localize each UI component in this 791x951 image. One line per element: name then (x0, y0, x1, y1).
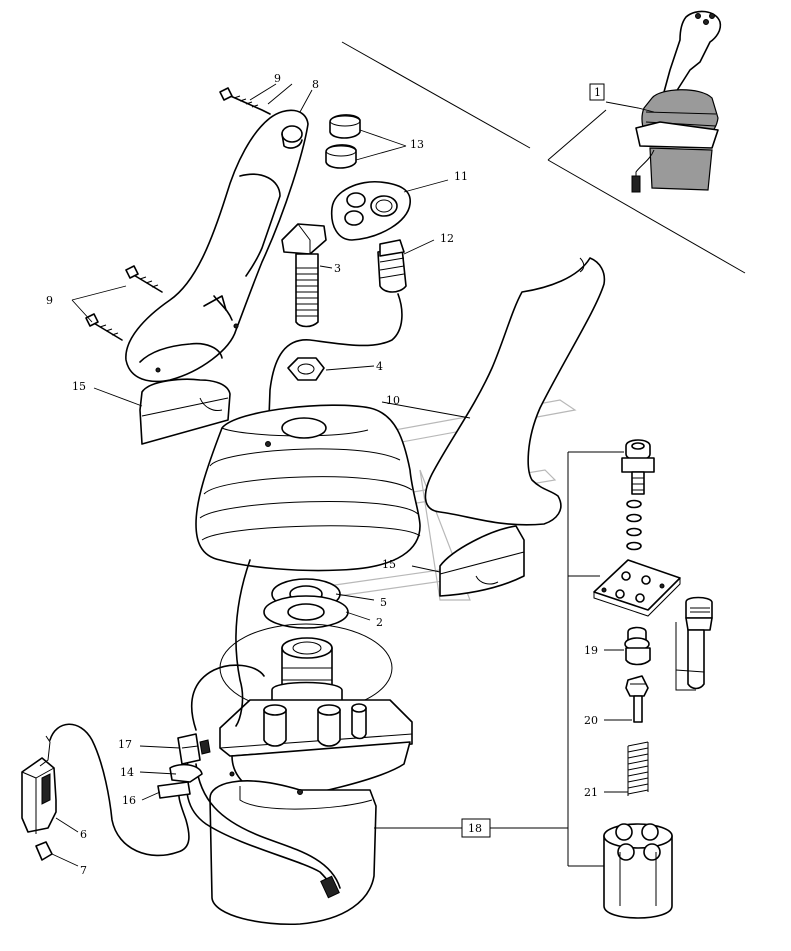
wire-harness (49, 559, 341, 899)
label-14: 14 (120, 766, 134, 779)
screws-part-9 (85, 87, 271, 341)
mechanism-ring (219, 623, 393, 713)
handle-cover-part-10 (424, 257, 606, 526)
label-9-left: 9 (46, 294, 53, 307)
label-1: 1 (594, 86, 601, 99)
label-20: 20 (584, 714, 598, 727)
label-13: 13 (410, 138, 424, 151)
label-7: 7 (80, 864, 87, 877)
rubber-boot (195, 404, 421, 572)
spring-seat-part-20 (625, 675, 649, 723)
label-15-right: 15 (382, 558, 396, 571)
cylinder-housing (603, 823, 673, 919)
label-6: 6 (80, 828, 87, 841)
valve-plate (593, 559, 681, 617)
label-21: 21 (584, 786, 598, 799)
label-10: 10 (386, 394, 400, 407)
label-9-top: 9 (274, 72, 281, 85)
valve-cap (621, 439, 655, 495)
part-labels: 1 2 3 4 5 6 7 8 9 9 10 11 12 13 14 15 15… (46, 72, 601, 877)
label-17: 17 (118, 738, 132, 751)
label-box-18 (461, 818, 491, 838)
label-16: 16 (122, 794, 136, 807)
nut-part-4 (287, 357, 325, 381)
leader-lines (51, 83, 655, 867)
joystick-assembly-inset (631, 10, 722, 193)
label-12: 12 (440, 232, 454, 245)
label-box-1 (589, 83, 605, 101)
pin-part-7 (35, 841, 53, 861)
bracket-part-16 (157, 781, 191, 799)
plug-part-6 (21, 735, 57, 834)
o-rings (626, 499, 642, 551)
washer-part-2 (263, 595, 349, 629)
connector-part-17 (177, 733, 211, 765)
plunger-assembly-side (675, 596, 713, 691)
label-3: 3 (334, 262, 341, 275)
label-5: 5 (380, 596, 387, 609)
label-4: 4 (376, 360, 383, 373)
caps-part-13 (325, 114, 361, 169)
lever-housing-part-8 (125, 109, 309, 383)
label-19: 19 (584, 644, 598, 657)
block-part-15-right (439, 525, 525, 597)
block-part-15-left (139, 378, 231, 445)
base-housing (209, 699, 413, 926)
label-2: 2 (376, 616, 383, 629)
clip-part-14 (169, 763, 203, 783)
label-8: 8 (312, 78, 319, 91)
spring-part-21 (627, 741, 649, 796)
plunger-part-19 (624, 626, 651, 666)
label-11: 11 (454, 170, 468, 183)
bracket-lines-right (374, 451, 624, 867)
label-18: 18 (468, 822, 482, 835)
button-plate-part-11 (330, 180, 411, 241)
inset-frame (341, 41, 746, 274)
label-15-left: 15 (72, 380, 86, 393)
bolt-part-3 (281, 223, 327, 328)
